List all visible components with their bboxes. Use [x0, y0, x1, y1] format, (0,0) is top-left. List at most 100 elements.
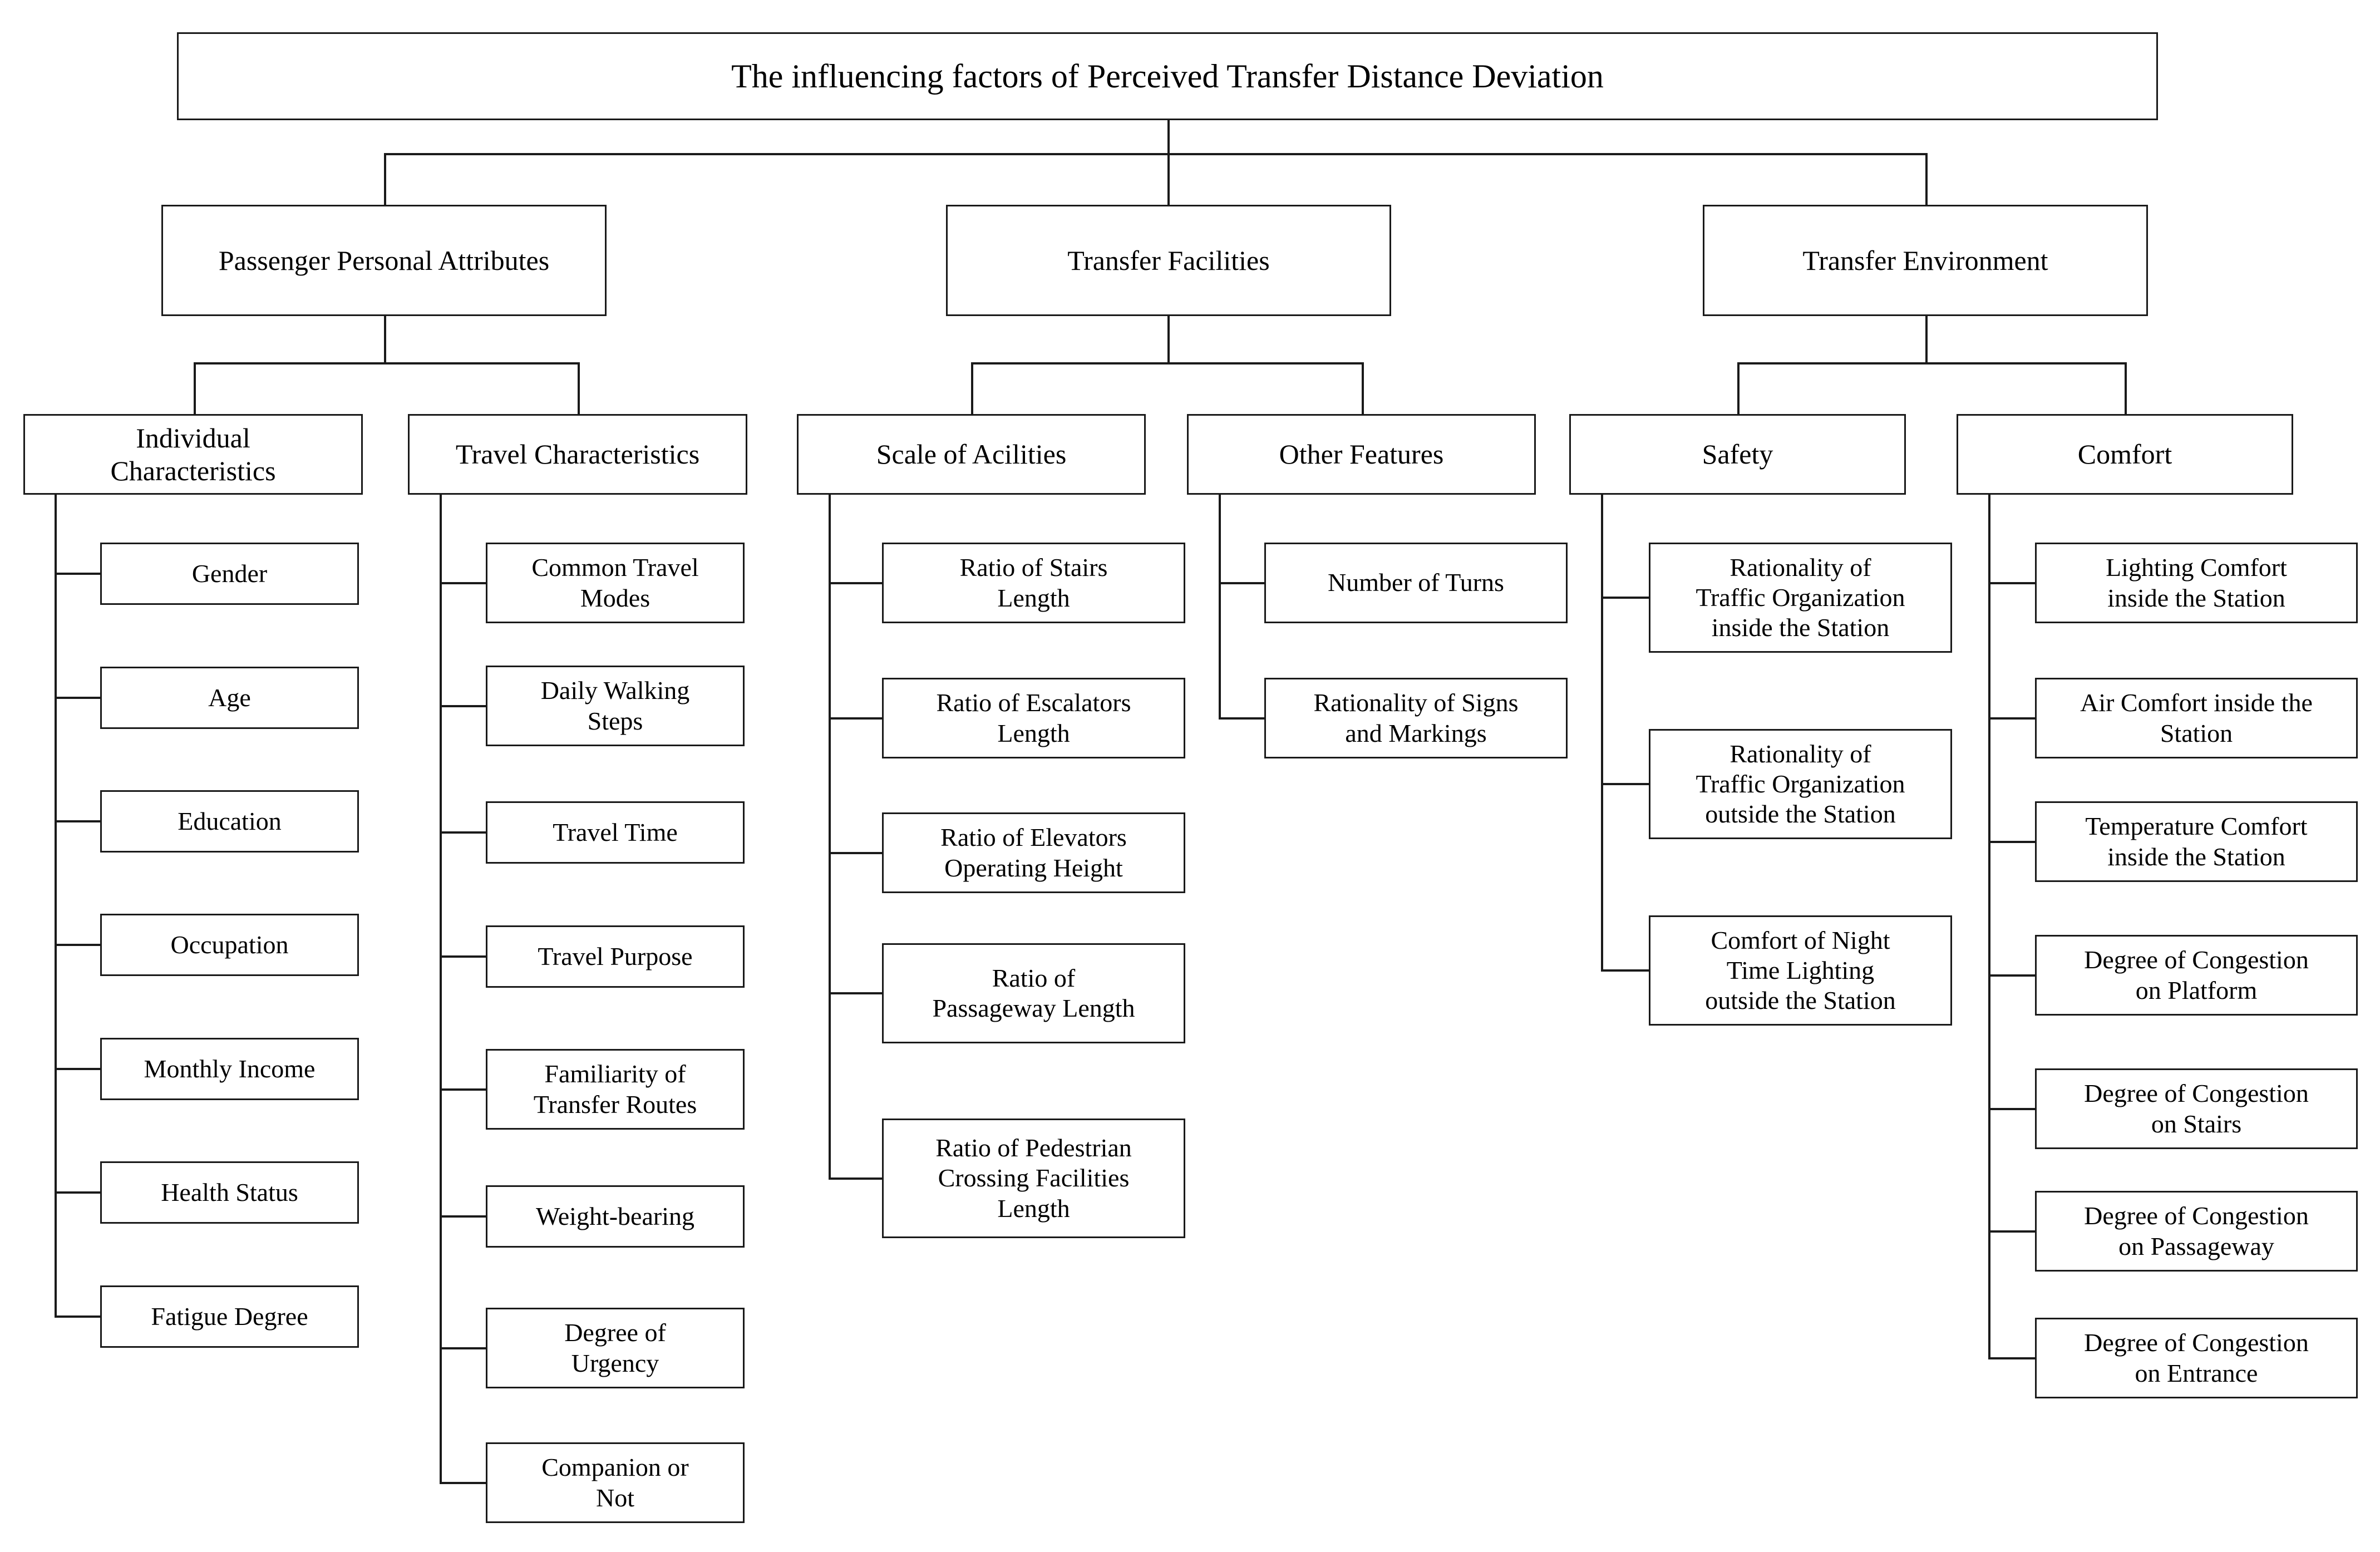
- leaf-label: Degree of Congestion on Entrance: [2084, 1328, 2309, 1387]
- group-box-1-1[interactable]: Other Features: [1187, 414, 1536, 495]
- connector-cat-1-down: [1167, 314, 1170, 364]
- connector-leaf-0-0-0: [55, 573, 100, 575]
- leaf-box-2-1-0[interactable]: Lighting Comfort inside the Station: [2035, 543, 2358, 623]
- connector-leaf-0-0-4: [55, 1068, 100, 1070]
- group-box-1-0[interactable]: Scale of Acilities: [797, 414, 1146, 495]
- connector-cat-1-to-group-0: [971, 362, 973, 416]
- leaf-box-0-0-0[interactable]: Gender: [100, 543, 359, 605]
- leaf-box-2-1-4[interactable]: Degree of Congestion on Stairs: [2035, 1068, 2358, 1149]
- connector-leaf-0-0-3: [55, 944, 100, 946]
- leaf-box-2-0-0[interactable]: Rationality of Traffic Organization insi…: [1649, 543, 1952, 653]
- connector-leaf-0-1-4: [440, 1088, 486, 1091]
- connector-cat-0-to-group-0: [194, 362, 196, 416]
- leaf-label: Common Travel Modes: [531, 553, 699, 612]
- leaf-label: Ratio of Elevators Operating Height: [940, 823, 1127, 882]
- leaf-box-0-0-4[interactable]: Monthly Income: [100, 1038, 359, 1100]
- connector-group-1-1-spine: [1219, 495, 1221, 718]
- category-box-1[interactable]: Transfer Facilities: [946, 205, 1391, 316]
- root-box[interactable]: The influencing factors of Perceived Tra…: [177, 32, 2158, 120]
- leaf-box-0-0-2[interactable]: Education: [100, 790, 359, 853]
- connector-cat-1-bus: [971, 362, 1364, 364]
- leaf-box-0-0-1[interactable]: Age: [100, 667, 359, 729]
- group-label-1-1: Other Features: [1279, 438, 1444, 470]
- connector-leaf-1-0-0: [829, 582, 882, 584]
- connector-leaf-1-0-1: [829, 717, 882, 720]
- leaf-label: Ratio of Escalators Length: [936, 688, 1131, 747]
- leaf-label: Number of Turns: [1328, 568, 1504, 597]
- leaf-box-2-1-3[interactable]: Degree of Congestion on Platform: [2035, 935, 2358, 1016]
- leaf-box-2-1-2[interactable]: Temperature Comfort inside the Station: [2035, 801, 2358, 882]
- leaf-box-0-0-3[interactable]: Occupation: [100, 914, 359, 976]
- leaf-label: Temperature Comfort inside the Station: [2085, 812, 2308, 871]
- group-box-2-1[interactable]: Comfort: [1957, 414, 2293, 495]
- leaf-label: Health Status: [161, 1177, 298, 1206]
- connector-leaf-2-0-2: [1601, 969, 1649, 972]
- category-box-2[interactable]: Transfer Environment: [1703, 205, 2148, 316]
- connector-cat-1-to-group-1: [1362, 362, 1364, 416]
- leaf-box-2-1-1[interactable]: Air Comfort inside the Station: [2035, 678, 2358, 758]
- leaf-box-1-0-3[interactable]: Ratio of Passageway Length: [882, 943, 1185, 1043]
- leaf-label: Fatigue Degree: [151, 1302, 308, 1331]
- connector-leaf-0-0-2: [55, 820, 100, 822]
- category-box-0[interactable]: Passenger Personal Attributes: [161, 205, 607, 316]
- leaf-label: Monthly Income: [144, 1054, 316, 1083]
- leaf-label: Ratio of Pedestrian Crossing Facilities …: [935, 1134, 1132, 1223]
- connector-cat-0-down: [384, 314, 386, 364]
- leaf-label: Ratio of Stairs Length: [959, 553, 1108, 612]
- root-label: The influencing factors of Perceived Tra…: [731, 57, 1604, 95]
- leaf-label: Rationality of Traffic Organization insi…: [1696, 553, 1905, 642]
- leaf-label: Comfort of Night Time Lighting outside t…: [1705, 925, 1896, 1015]
- connector-leaf-1-1-0: [1219, 582, 1264, 584]
- leaf-label: Daily Walking Steps: [540, 676, 690, 735]
- group-box-0-1[interactable]: Travel Characteristics: [408, 414, 747, 495]
- group-box-2-0[interactable]: Safety: [1569, 414, 1906, 495]
- connector-leaf-2-1-3: [1988, 974, 2035, 977]
- leaf-box-2-1-5[interactable]: Degree of Congestion on Passageway: [2035, 1191, 2358, 1272]
- connector-leaf-0-0-5: [55, 1191, 100, 1194]
- leaf-box-0-1-3[interactable]: Travel Purpose: [486, 925, 745, 988]
- leaf-label: Rationality of Signs and Markings: [1313, 688, 1519, 747]
- leaf-box-0-0-5[interactable]: Health Status: [100, 1161, 359, 1224]
- leaf-box-0-1-1[interactable]: Daily Walking Steps: [486, 666, 745, 746]
- leaf-box-1-0-1[interactable]: Ratio of Escalators Length: [882, 678, 1185, 758]
- connector-cat-2-down: [1925, 314, 1928, 364]
- leaf-box-0-1-5[interactable]: Weight-bearing: [486, 1185, 745, 1248]
- leaf-box-0-0-6[interactable]: Fatigue Degree: [100, 1285, 359, 1348]
- connector-root-bus: [384, 153, 1926, 155]
- leaf-label: Travel Time: [553, 817, 678, 846]
- group-label-0-0: Individual Characteristics: [110, 422, 276, 486]
- leaf-box-0-1-6[interactable]: Degree of Urgency: [486, 1308, 745, 1388]
- leaf-box-1-0-4[interactable]: Ratio of Pedestrian Crossing Facilities …: [882, 1119, 1185, 1238]
- leaf-label: Education: [178, 806, 282, 835]
- connector-cat-2-to-group-1: [2125, 362, 2127, 416]
- leaf-box-2-1-6[interactable]: Degree of Congestion on Entrance: [2035, 1318, 2358, 1398]
- leaf-box-2-0-2[interactable]: Comfort of Night Time Lighting outside t…: [1649, 915, 1952, 1026]
- connector-leaf-1-1-1: [1219, 717, 1264, 720]
- leaf-box-1-0-0[interactable]: Ratio of Stairs Length: [882, 543, 1185, 623]
- group-label-2-1: Comfort: [2077, 438, 2172, 470]
- connector-leaf-2-1-2: [1988, 840, 2035, 843]
- leaf-box-0-1-2[interactable]: Travel Time: [486, 801, 745, 864]
- category-label-2: Transfer Environment: [1802, 244, 2048, 276]
- leaf-box-1-1-1[interactable]: Rationality of Signs and Markings: [1264, 678, 1568, 758]
- leaf-box-2-0-1[interactable]: Rationality of Traffic Organization outs…: [1649, 729, 1952, 839]
- connector-leaf-0-1-2: [440, 831, 486, 834]
- leaf-box-0-1-7[interactable]: Companion or Not: [486, 1442, 745, 1523]
- leaf-label: Degree of Congestion on Platform: [2084, 945, 2309, 1004]
- leaf-box-0-1-4[interactable]: Familiarity of Transfer Routes: [486, 1049, 745, 1130]
- connector-group-2-1-spine: [1988, 495, 1990, 1358]
- leaf-box-1-0-2[interactable]: Ratio of Elevators Operating Height: [882, 812, 1185, 893]
- leaf-label: Companion or Not: [541, 1453, 689, 1512]
- leaf-label: Degree of Urgency: [564, 1318, 666, 1377]
- connector-cat-2-bus: [1737, 362, 2127, 364]
- connector-group-0-1-spine: [440, 495, 442, 1483]
- group-label-2-0: Safety: [1702, 438, 1773, 470]
- group-box-0-0[interactable]: Individual Characteristics: [23, 414, 363, 495]
- connector-group-1-0-spine: [829, 495, 831, 1179]
- leaf-box-0-1-0[interactable]: Common Travel Modes: [486, 543, 745, 623]
- leaf-label: Age: [208, 683, 251, 712]
- leaf-label: Lighting Comfort inside the Station: [2106, 553, 2287, 612]
- connector-root-to-cat-1: [1167, 153, 1170, 206]
- connector-cat-0-to-group-1: [578, 362, 580, 416]
- leaf-box-1-1-0[interactable]: Number of Turns: [1264, 543, 1568, 623]
